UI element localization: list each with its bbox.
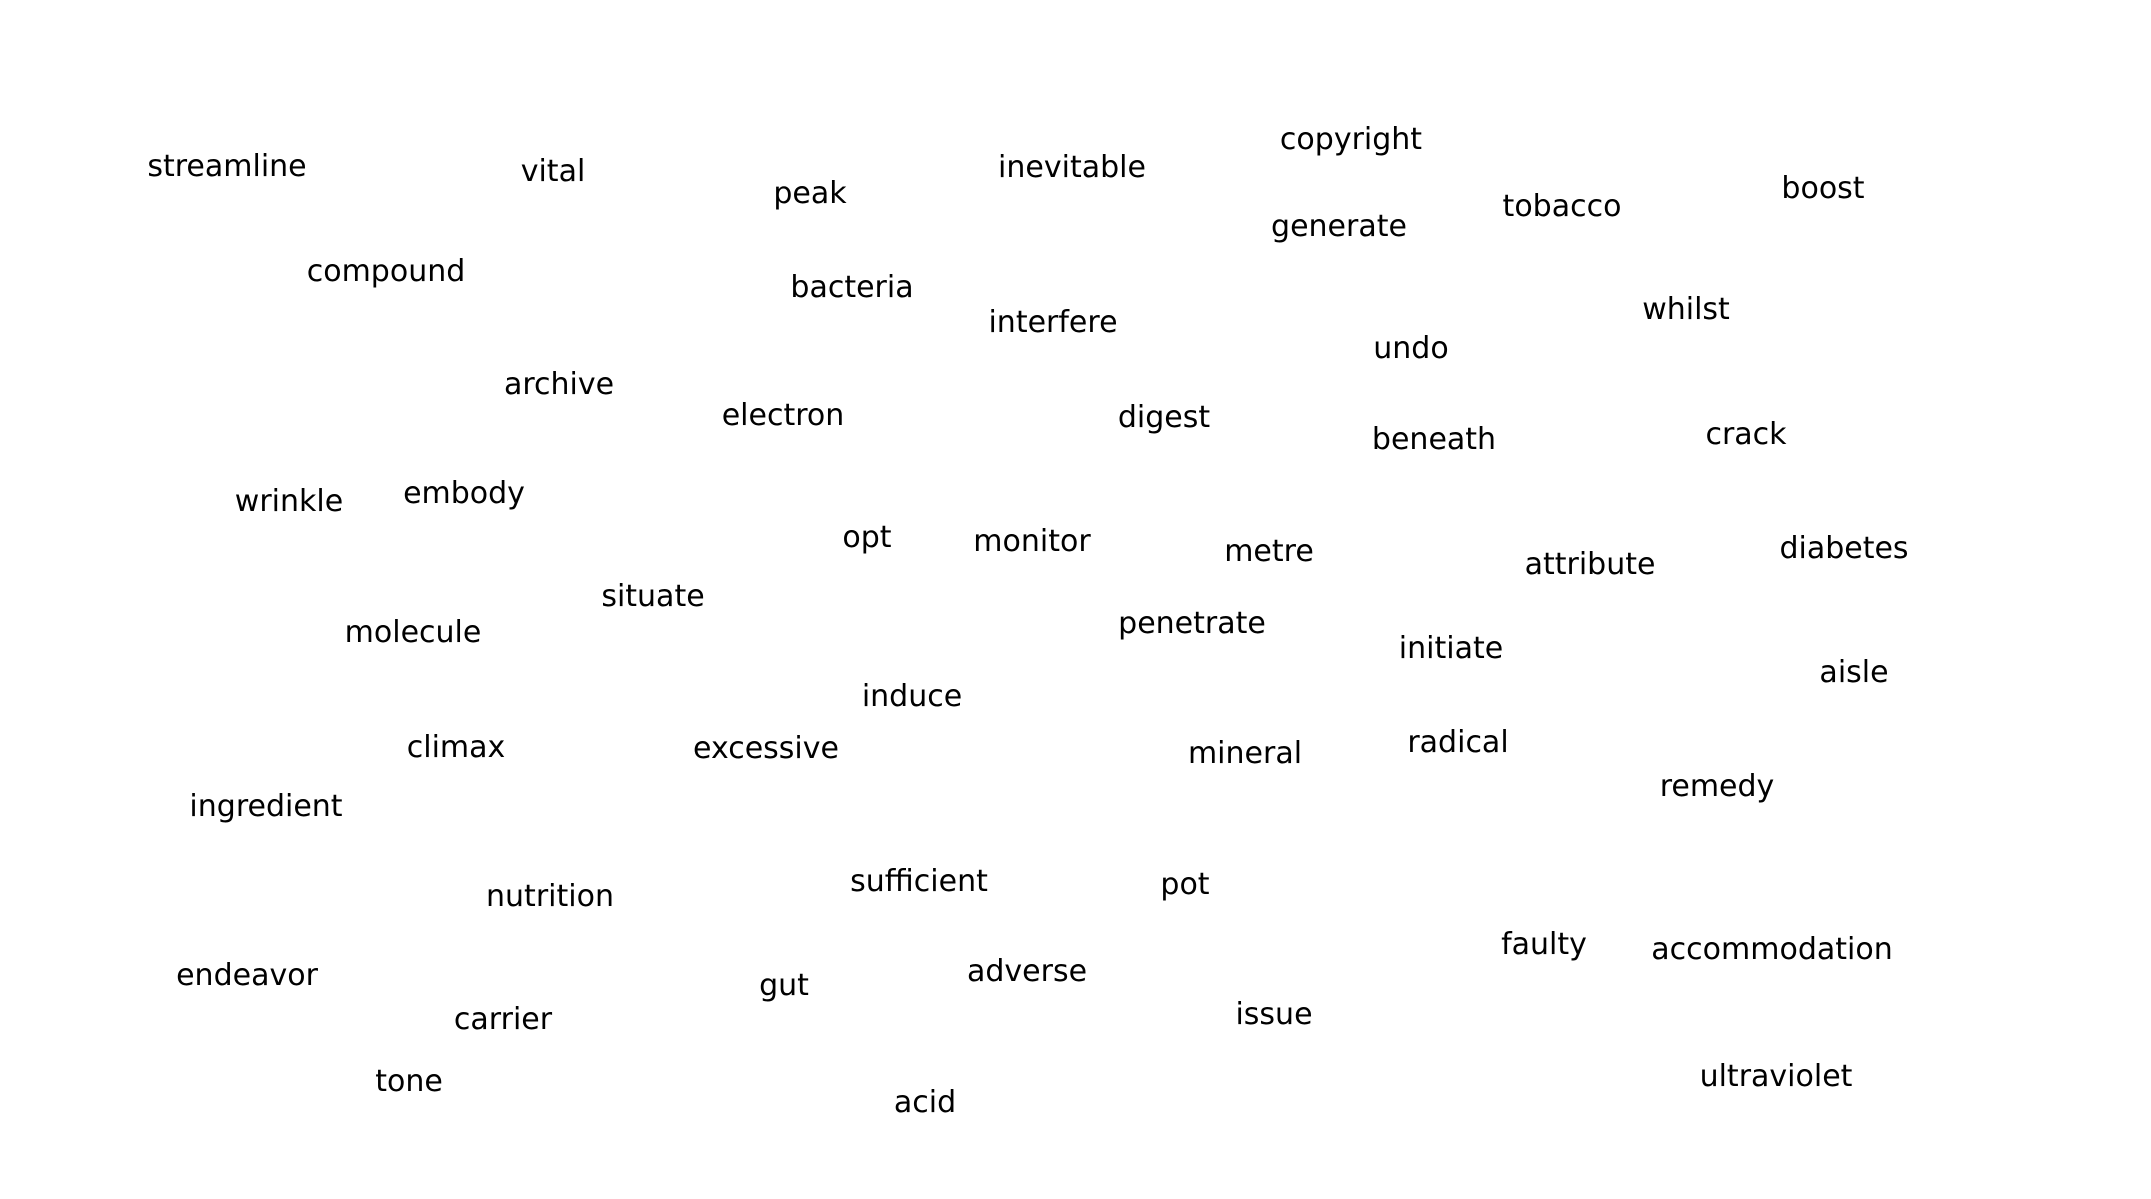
word: tone [375, 1064, 443, 1099]
word: embody [403, 476, 525, 511]
word: diabetes [1779, 531, 1909, 566]
word: acid [893, 1085, 957, 1120]
word: digest [1117, 400, 1211, 435]
word: penetrate [1118, 606, 1266, 641]
word: induce [861, 679, 963, 714]
word: accommodation [1651, 932, 1893, 967]
word: streamline [147, 149, 307, 184]
word: monitor [973, 524, 1091, 559]
word: aisle [1819, 655, 1889, 690]
word: boost [1781, 171, 1865, 206]
word: tobacco [1502, 189, 1622, 224]
word: initiate [1398, 631, 1504, 666]
word: adverse [966, 954, 1088, 989]
word: pot [1160, 867, 1210, 902]
word: interfere [988, 305, 1118, 340]
word: beneath [1371, 422, 1497, 457]
word: ingredient [189, 789, 343, 824]
word: attribute [1524, 547, 1656, 582]
word: undo [1373, 331, 1449, 366]
word: inevitable [998, 150, 1146, 185]
word: carrier [453, 1002, 553, 1037]
word: radical [1407, 725, 1509, 760]
word: mineral [1187, 736, 1303, 771]
word: metre [1224, 534, 1314, 569]
word: archive [503, 367, 615, 402]
word: nutrition [486, 879, 614, 914]
word: situate [601, 579, 705, 614]
word: bacteria [790, 270, 914, 305]
word: remedy [1659, 769, 1775, 804]
word: crack [1705, 417, 1787, 452]
word: wrinkle [234, 484, 344, 519]
word: opt [842, 520, 892, 555]
word: excessive [693, 731, 839, 766]
word: molecule [344, 615, 482, 650]
word: issue [1235, 997, 1313, 1032]
word: electron [721, 398, 845, 433]
word: gut [759, 968, 809, 1003]
word: copyright [1279, 122, 1423, 157]
word: whilst [1642, 292, 1730, 327]
word: faulty [1501, 927, 1587, 962]
word: ultraviolet [1699, 1059, 1853, 1094]
word: compound [306, 254, 466, 289]
word: vital [520, 154, 586, 189]
word: endeavor [176, 958, 318, 993]
word: peak [773, 176, 847, 211]
word: generate [1271, 209, 1407, 244]
word: sufficient [850, 864, 988, 899]
word: climax [406, 730, 506, 765]
